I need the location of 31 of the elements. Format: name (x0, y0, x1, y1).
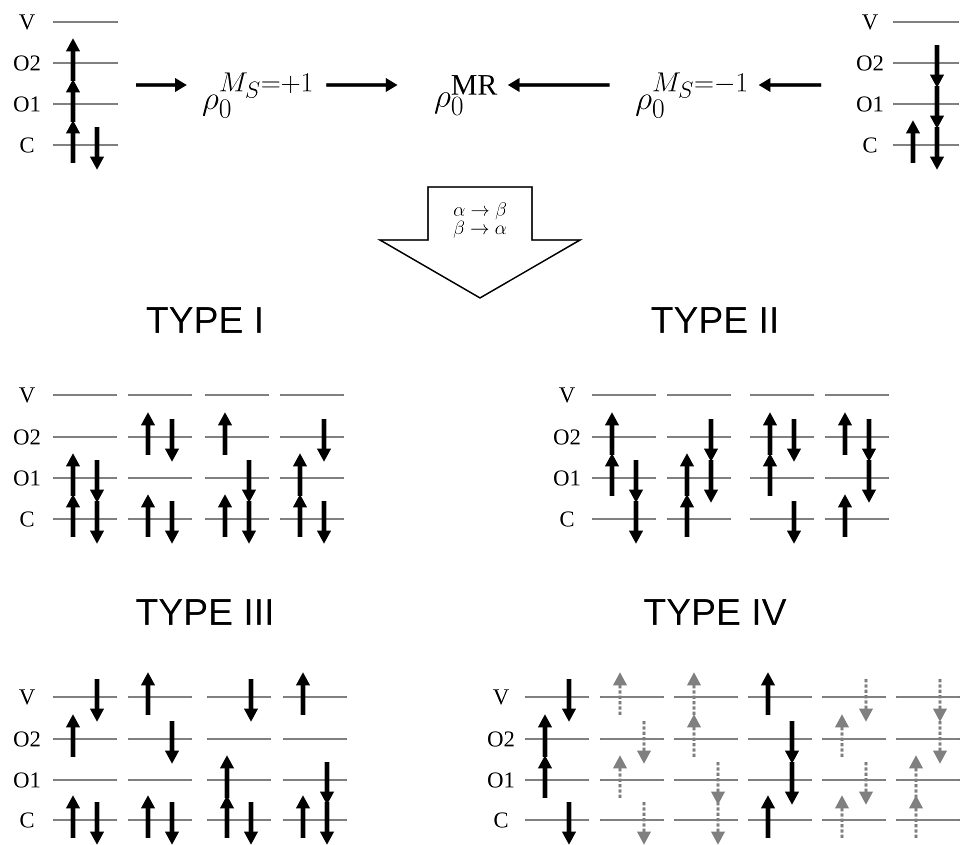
level-label: V (19, 387, 35, 403)
level-label: O1 (554, 470, 580, 486)
level-label: C (494, 812, 508, 828)
level-label: O2 (857, 55, 883, 71)
level-label: V (19, 689, 35, 705)
level-label: O1 (857, 96, 882, 112)
section-title: TYPE II (652, 307, 776, 333)
level-label: O2 (14, 731, 40, 747)
level-label: O2 (554, 429, 580, 445)
section-title: TYPE IV (644, 599, 786, 625)
density-formula: $\rho_0^{M_S=+1}$ (202, 72, 312, 118)
level-label: C (20, 137, 34, 153)
level-label: V (493, 689, 509, 705)
level-label: V (559, 387, 575, 403)
level-label: O2 (14, 55, 40, 71)
level-label: O2 (488, 731, 514, 747)
level-label: O1 (14, 470, 40, 486)
level-label: V (19, 14, 35, 30)
density-formula: $\rho_0^{M_S=-1}$ (636, 72, 746, 118)
level-label: O1 (14, 96, 40, 112)
level-label: C (20, 511, 34, 527)
level-label: C (863, 137, 876, 153)
level-label: O2 (14, 429, 40, 445)
level-label: C (560, 511, 574, 527)
level-label: O1 (14, 772, 40, 788)
level-label: V (862, 14, 878, 30)
section-title: TYPE III (136, 599, 272, 625)
level-label: O1 (488, 772, 514, 788)
density-formula: $\rho_0^{\mathrm{MR}}$ (434, 75, 498, 116)
level-label: C (20, 812, 34, 828)
section-title: TYPE I (146, 307, 261, 333)
